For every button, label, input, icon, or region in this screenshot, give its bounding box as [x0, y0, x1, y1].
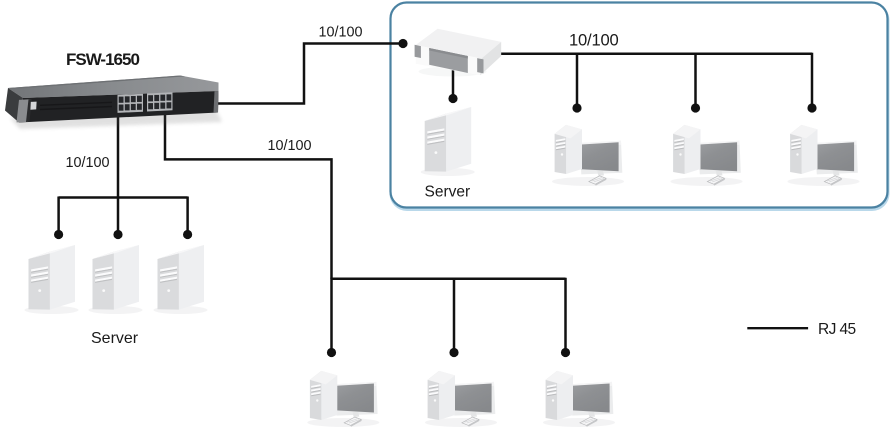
svg-text:FSW-1650: FSW-1650: [66, 50, 139, 69]
svg-text:Server: Server: [91, 330, 139, 347]
svg-text:10/100: 10/100: [569, 30, 619, 49]
svg-text:10/100: 10/100: [319, 24, 363, 40]
svg-text:Server: Server: [425, 184, 471, 201]
svg-text:RJ 45: RJ 45: [818, 321, 856, 338]
svg-text:10/100: 10/100: [268, 138, 312, 154]
svg-text:10/100: 10/100: [66, 155, 110, 171]
